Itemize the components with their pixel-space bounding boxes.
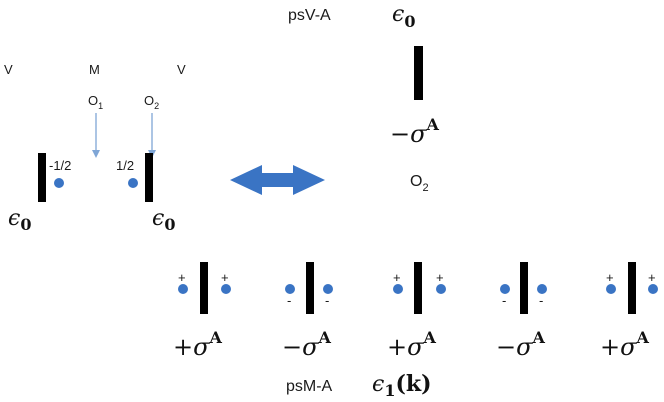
bottom-unit-2: - - [285, 262, 333, 314]
plate [520, 262, 528, 314]
middle-m-label: M [89, 62, 100, 77]
ion-dot [393, 284, 403, 294]
ion-dot [537, 284, 547, 294]
top-sigma-symbol: σ [410, 120, 427, 148]
top-plate [414, 46, 423, 100]
bottom-epsilon-symbol: ϵ [372, 372, 384, 397]
left-epsilon-symbol: ϵ [8, 206, 20, 231]
plate [306, 262, 314, 314]
right-epsilon-subscript: 0 [164, 215, 175, 234]
charge-sign: + [436, 270, 444, 285]
right-ion-dot [128, 178, 138, 188]
top-sigma-label: −σA [390, 115, 440, 148]
ion-dot [648, 284, 658, 294]
charge-sign: + [221, 270, 229, 285]
bottom-epsilon-argument: (k) [395, 371, 431, 397]
charge-sign: - [287, 293, 291, 308]
sigma-sign: + [173, 333, 193, 361]
sigma-superscript: A [423, 328, 437, 347]
right-epsilon-symbol: ϵ [152, 206, 164, 231]
sigma-symbol: σ [302, 333, 319, 361]
sigma-symbol: σ [620, 333, 637, 361]
right-charge-label: 1/2 [116, 158, 134, 173]
ion-dot [178, 284, 188, 294]
sigma-sign: + [600, 333, 620, 361]
bottom-unit-5: + + [606, 262, 658, 314]
ion-dot [436, 284, 446, 294]
top-epsilon: ϵ0 [392, 2, 415, 31]
bottom-title: psM-A [286, 378, 333, 395]
charge-sign: - [502, 293, 506, 308]
double-headed-arrow-icon [230, 165, 325, 195]
top-sigma-sign: − [390, 120, 410, 148]
right-plate [145, 153, 153, 202]
left-charge-label: -1/2 [49, 158, 71, 173]
bottom-epsilon-subscript: 1 [384, 381, 395, 400]
plate [414, 262, 422, 314]
sigma-superscript: A [636, 328, 650, 347]
top-o2-label: O2 [410, 173, 429, 194]
o1-letter: O [88, 93, 98, 108]
left-epsilon: ϵ0 [8, 206, 31, 234]
bottom-sigma-1: +σA [173, 328, 223, 361]
sigma-sign: − [496, 333, 516, 361]
left-plate [38, 153, 46, 202]
sigma-sign: + [387, 333, 407, 361]
bottom-sigma-4: −σA [496, 328, 546, 361]
charge-sign: - [325, 293, 329, 308]
sigma-symbol: σ [407, 333, 424, 361]
ion-dot [323, 284, 333, 294]
o1-subscript: 1 [98, 101, 103, 111]
bottom-unit-3: + + [393, 262, 446, 314]
bottom-epsilon: ϵ1(k) [372, 371, 432, 400]
top-title: psV-A [288, 7, 331, 24]
ion-dot [606, 284, 616, 294]
charge-sign: + [606, 270, 614, 285]
charge-sign: + [648, 270, 656, 285]
top-epsilon-symbol: ϵ [392, 2, 404, 27]
plate [628, 262, 636, 314]
sigma-symbol: σ [193, 333, 210, 361]
o2-subscript: 2 [154, 101, 159, 111]
left-epsilon-subscript: 0 [20, 215, 31, 234]
sigma-superscript: A [532, 328, 546, 347]
bottom-unit-1: + + [178, 262, 231, 314]
sigma-sign: − [282, 333, 302, 361]
plate [200, 262, 208, 314]
right-v-label: V [177, 62, 186, 77]
right-epsilon: ϵ0 [152, 206, 175, 234]
bottom-unit-4: - - [500, 262, 547, 314]
sigma-superscript: A [318, 328, 332, 347]
top-sigma-superscript: A [426, 115, 440, 134]
ion-dot [500, 284, 510, 294]
top-o2-letter: O [410, 173, 422, 190]
left-v-label: V [4, 62, 13, 77]
o2-letter: O [144, 93, 154, 108]
ion-dot [221, 284, 231, 294]
sigma-symbol: σ [516, 333, 533, 361]
o1-label: O1 [88, 93, 103, 111]
left-ion-dot [54, 178, 64, 188]
sigma-superscript: A [209, 328, 223, 347]
top-o2-subscript: 2 [422, 182, 428, 194]
bottom-sigma-2: −σA [282, 328, 332, 361]
bottom-sigma-5: +σA [600, 328, 650, 361]
charge-sign: - [539, 293, 543, 308]
o2-label: O2 [144, 93, 159, 111]
top-epsilon-subscript: 0 [404, 12, 415, 31]
charge-sign: + [393, 270, 401, 285]
bottom-sigma-3: +σA [387, 328, 437, 361]
charge-sign: + [178, 270, 186, 285]
ion-dot [285, 284, 295, 294]
